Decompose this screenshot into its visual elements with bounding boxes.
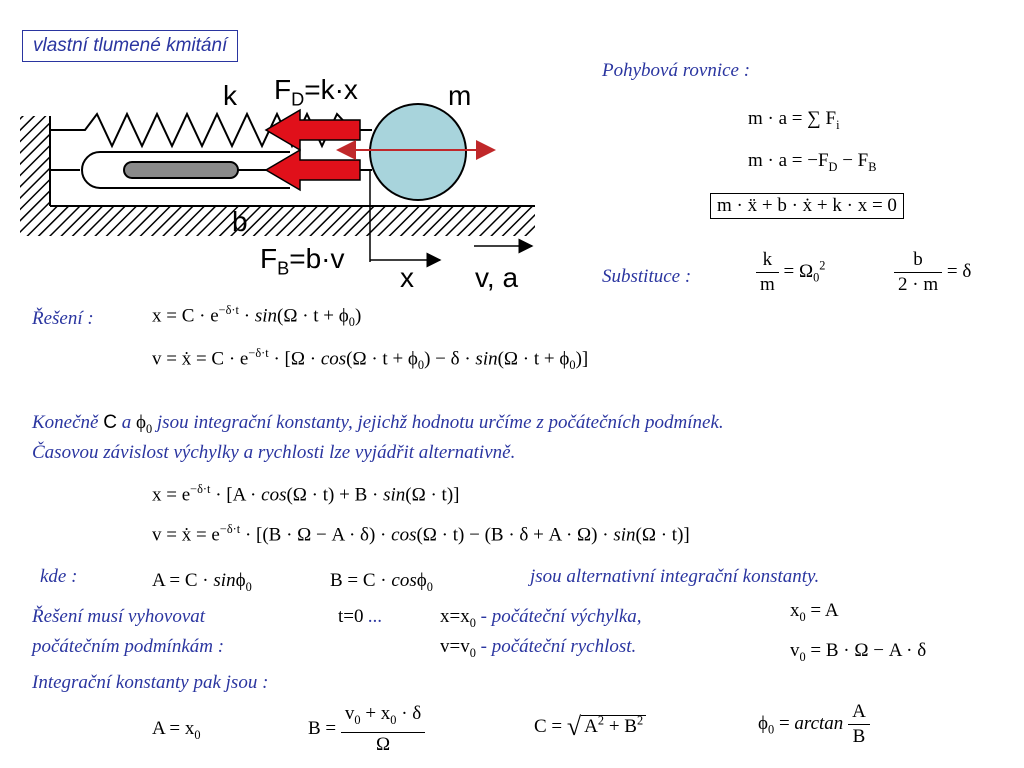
- constants-note-line2: Časovou závislost výchylky a rychlosti l…: [32, 442, 516, 463]
- kde-note: jsou alternativní integrační konstanty.: [530, 566, 820, 587]
- page-title: vlastní tlumené kmitání: [22, 30, 239, 62]
- eq-newton: m · a = ∑ Fi: [748, 108, 840, 132]
- const-a: A = x0: [152, 718, 201, 742]
- wall-hatch: [20, 116, 50, 236]
- label-k: k: [223, 80, 237, 111]
- label-va: v, a: [475, 262, 519, 293]
- kde-label: kde :: [40, 566, 78, 587]
- mass-ball: [369, 103, 467, 201]
- label-x: x: [400, 262, 414, 293]
- label-fd: FD=k·x: [274, 74, 358, 110]
- kde-b: B = C · cosϕ0: [330, 570, 433, 594]
- solution-x: x = C · e−δ·t · sin(Ω · t + ϕ0): [152, 303, 362, 330]
- kde-a: A = C · sinϕ0: [152, 570, 252, 594]
- equation-heading: Pohybová rovnice :: [602, 60, 751, 81]
- substitution-heading: Substituce :: [602, 266, 692, 287]
- alt-solution-x: x = e−δ·t · [A · cos(Ω · t) + B · sin(Ω …: [152, 482, 460, 506]
- initial-v-cond: v=v0 - počáteční rychlost.: [440, 636, 637, 660]
- label-m: m: [448, 80, 472, 111]
- damper-force-arrow: [264, 148, 361, 192]
- solution-v: v = ẋ = C · e−δ·t · [Ω · cos(Ω · t + ϕ0)…: [152, 346, 589, 373]
- initial-eq-v0: v0 = B · Ω − A · δ: [790, 640, 927, 664]
- spring-force-arrow: [264, 108, 361, 152]
- label-b: b: [232, 206, 248, 237]
- alt-solution-v: v = ẋ = e−δ·t · [(B · Ω − A · δ) · cos(Ω…: [152, 522, 690, 546]
- initial-t0: t=0 ...: [338, 606, 383, 627]
- floor-hatch: [50, 206, 535, 236]
- damper: [50, 151, 372, 189]
- constants-heading: Integrační konstanty pak jsou :: [32, 672, 269, 693]
- constants-note-line1: Konečně C a ϕ0 jsou integrační konstanty…: [32, 412, 724, 436]
- eq-differential: m · ẍ + b · ẋ + k · x = 0: [710, 193, 904, 219]
- solution-heading: Řešení :: [32, 308, 94, 329]
- initial-line2: počátečním podmínkám :: [32, 636, 225, 657]
- initial-line1: Řešení musí vyhovovat: [32, 606, 206, 627]
- initial-x-cond: x=x0 - počáteční výchylka,: [440, 606, 642, 630]
- const-c: C = √A2 + B2: [534, 712, 647, 742]
- eq-forces: m · a = −FD − FB: [748, 150, 877, 174]
- initial-eq-x0: x0 = A: [790, 600, 839, 624]
- label-fb: FB=b·v: [260, 243, 345, 279]
- spring-damper-diagram: [20, 103, 535, 268]
